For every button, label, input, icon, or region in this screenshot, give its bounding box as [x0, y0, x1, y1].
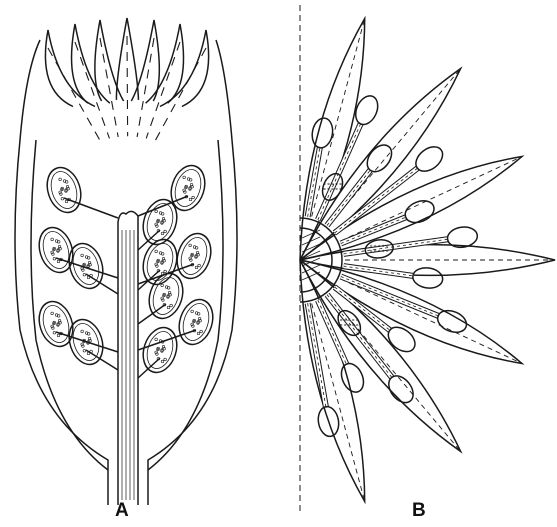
spore [81, 254, 84, 257]
inner-bract-left [31, 140, 108, 470]
spore [324, 188, 326, 190]
spore [57, 334, 60, 337]
spore [61, 197, 64, 200]
spore [161, 232, 164, 235]
sporangium [42, 163, 87, 217]
sporangium [166, 161, 211, 215]
spore [155, 210, 158, 213]
spore [87, 352, 90, 355]
sporangium [351, 92, 381, 128]
sporangium-inner-wall [179, 300, 214, 344]
panel-b-label: B [412, 500, 426, 522]
spore [164, 270, 167, 273]
spore [65, 200, 68, 203]
spore [340, 319, 342, 321]
lobe-midrib-dashed [48, 48, 100, 141]
sporangium [411, 266, 443, 290]
panel-a-label: A [115, 500, 129, 522]
lobe-midrib-dashed [127, 36, 128, 136]
spore [53, 331, 56, 334]
sporophyll-stalk [64, 198, 118, 218]
sporangium-inner-wall [39, 228, 74, 272]
spore [374, 245, 376, 247]
lobe-midrib-dashed [100, 38, 118, 137]
spore [167, 306, 170, 309]
lobe-midrib-dashed [75, 42, 109, 138]
spore [83, 273, 86, 276]
spore [340, 188, 342, 190]
sporangium-inner-wall [47, 168, 82, 212]
sporangium-inner-wall [177, 234, 212, 278]
sporangium-inner-wall [171, 166, 206, 210]
sporangium [172, 229, 217, 283]
spore [53, 257, 56, 260]
spore [336, 188, 338, 190]
spore [189, 198, 192, 201]
sporangium [138, 323, 183, 377]
spore [356, 324, 358, 326]
spore [164, 358, 167, 361]
spore [155, 338, 158, 341]
spore [192, 196, 195, 199]
spore [191, 310, 194, 313]
spore [59, 178, 62, 181]
spore [51, 238, 54, 241]
spore [164, 230, 167, 233]
spore [198, 264, 201, 267]
central-axis [118, 211, 138, 505]
sterile-lobe [160, 30, 209, 107]
spore [386, 250, 388, 252]
spore [155, 250, 158, 253]
spore [200, 330, 203, 333]
sporangium [402, 197, 437, 227]
spore [344, 324, 346, 326]
spore [370, 245, 372, 247]
spore [340, 183, 342, 185]
sporangium [337, 360, 367, 396]
sporophyll-stalk [138, 358, 160, 378]
sporophyll-stalk [138, 230, 160, 250]
spore [161, 360, 164, 363]
spore [81, 330, 84, 333]
core-hatching [302, 272, 320, 280]
sporophyll-blade [300, 260, 461, 452]
sterile-lobe [72, 24, 110, 103]
spore [328, 183, 330, 185]
sporangium [434, 307, 469, 337]
spore [352, 319, 354, 321]
sporangium-inner-wall [143, 328, 178, 372]
spore [340, 324, 342, 326]
spore [87, 276, 90, 279]
spore [170, 304, 173, 307]
sporophyll-stalk [138, 304, 166, 324]
spore [195, 266, 198, 269]
sporophyll-blade [300, 68, 461, 260]
spore [183, 176, 186, 179]
sporangium-inner-wall [39, 302, 74, 346]
spore [189, 244, 192, 247]
panel-a-longitudinal-section [15, 18, 237, 505]
spore [161, 284, 164, 287]
sporangium [34, 297, 79, 351]
spore [51, 312, 54, 315]
sporophyll-blade [300, 260, 365, 501]
spore [57, 260, 60, 263]
spore [83, 349, 86, 352]
spore [197, 332, 200, 335]
panel-b-transverse-section [300, 5, 555, 515]
